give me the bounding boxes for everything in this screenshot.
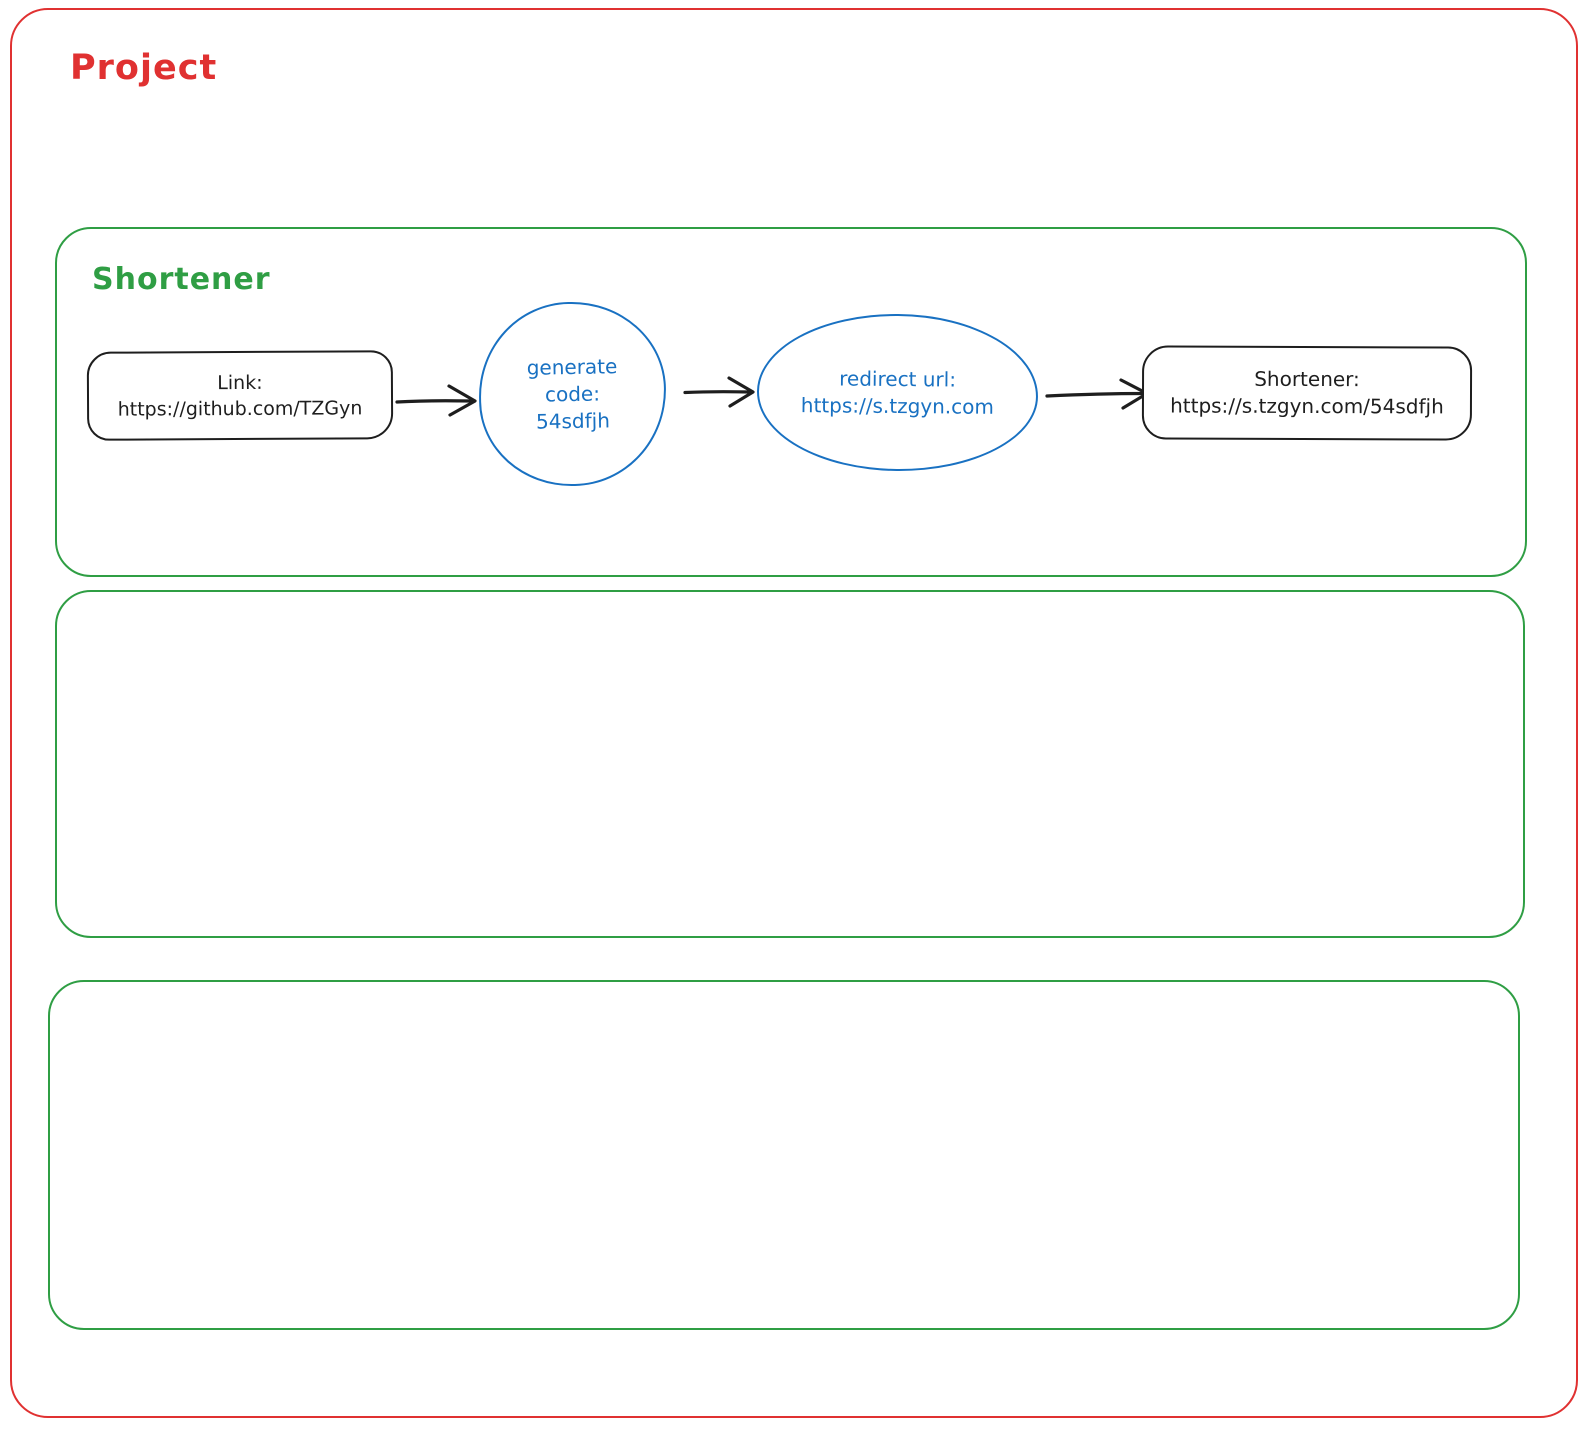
empty-section-frame-1[interactable] — [55, 590, 1525, 938]
shortener-result-node[interactable]: Shortener: https://s.tzgyn.com/54sdfjh — [1141, 345, 1473, 441]
arrow-right-icon — [682, 368, 762, 416]
redirect-node-line2: https://s.tzgyn.com — [800, 392, 995, 419]
arrow-right-icon — [1044, 370, 1156, 418]
result-node-title: Shortener: — [1254, 366, 1360, 392]
link-node-url: https://github.com/TZGyn — [117, 396, 363, 421]
arrow-right-icon — [394, 377, 484, 425]
shortener-section-frame[interactable]: Shortener Link: https://github.com/TZGyn… — [55, 227, 1527, 577]
redirect-node-line1: redirect url: — [839, 365, 957, 392]
generate-node-line2: code: — [544, 381, 601, 406]
generate-code-node[interactable]: generate code: 54sdfjh — [477, 300, 668, 488]
generate-node-line1: generate — [526, 353, 618, 380]
link-node-title: Link: — [217, 371, 263, 394]
shortener-section-title: Shortener — [92, 262, 271, 297]
project-frame[interactable] — [10, 8, 1578, 1418]
link-node[interactable]: Link: https://github.com/TZGyn — [86, 350, 394, 441]
redirect-url-node[interactable]: redirect url: https://s.tzgyn.com — [756, 312, 1039, 473]
project-title: Project — [70, 48, 218, 88]
generate-node-line3: 54sdfjh — [535, 407, 611, 434]
result-node-url: https://s.tzgyn.com/54sdfjh — [1170, 393, 1444, 419]
empty-section-frame-2[interactable] — [48, 980, 1520, 1330]
